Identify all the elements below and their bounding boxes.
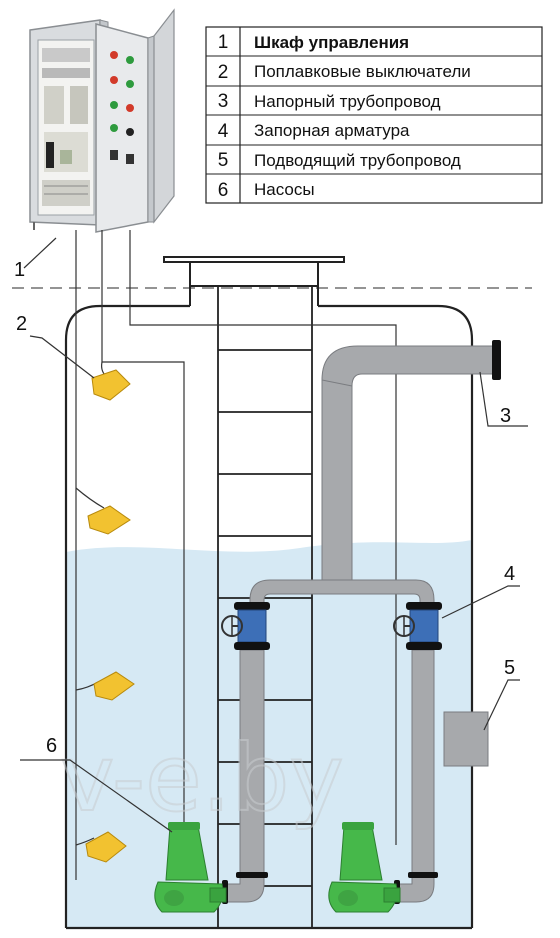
float-switch-4 <box>85 831 127 863</box>
ladder <box>217 286 313 928</box>
legend-num-4: 4 <box>218 121 229 142</box>
legend-num-2: 2 <box>218 62 229 83</box>
legend-label-3: Напорный трубопровод <box>254 92 441 111</box>
watermark: v-e.by <box>60 725 344 832</box>
legend-label-1: Шкаф управления <box>254 33 409 52</box>
legend-label-4: Запорная арматура <box>254 121 410 140</box>
callout-6: 6 <box>46 735 57 757</box>
shutoff-valve-left <box>221 602 270 650</box>
legend-label-6: Насосы <box>254 180 315 199</box>
discharge-pipework <box>222 340 501 904</box>
pump-right <box>328 822 401 913</box>
inlet-pipe <box>443 711 489 767</box>
callout-4: 4 <box>504 563 515 585</box>
float-switch-3 <box>93 671 135 701</box>
float-switches <box>85 369 135 863</box>
float-switch-2 <box>87 505 131 535</box>
callout-3: 3 <box>500 405 511 427</box>
legend-label-5: Подводящий трубопровод <box>254 151 461 170</box>
control-cabinet <box>29 8 175 233</box>
pump-left <box>154 822 227 913</box>
callout-1: 1 <box>14 259 25 281</box>
float-switch-1 <box>91 369 131 401</box>
legend-num-5: 5 <box>218 150 229 171</box>
callouts: 1 2 3 4 5 6 <box>14 237 528 833</box>
callout-2: 2 <box>16 313 27 335</box>
legend-num-1: 1 <box>218 32 229 53</box>
shutoff-valve-right <box>393 602 442 650</box>
legend-num-6: 6 <box>218 180 229 201</box>
legend-num-3: 3 <box>218 91 229 112</box>
callout-5: 5 <box>504 657 515 679</box>
legend-table: 1 Шкаф управления 2 Поплавковые выключат… <box>205 26 543 204</box>
legend-label-2: Поплавковые выключатели <box>254 62 471 81</box>
